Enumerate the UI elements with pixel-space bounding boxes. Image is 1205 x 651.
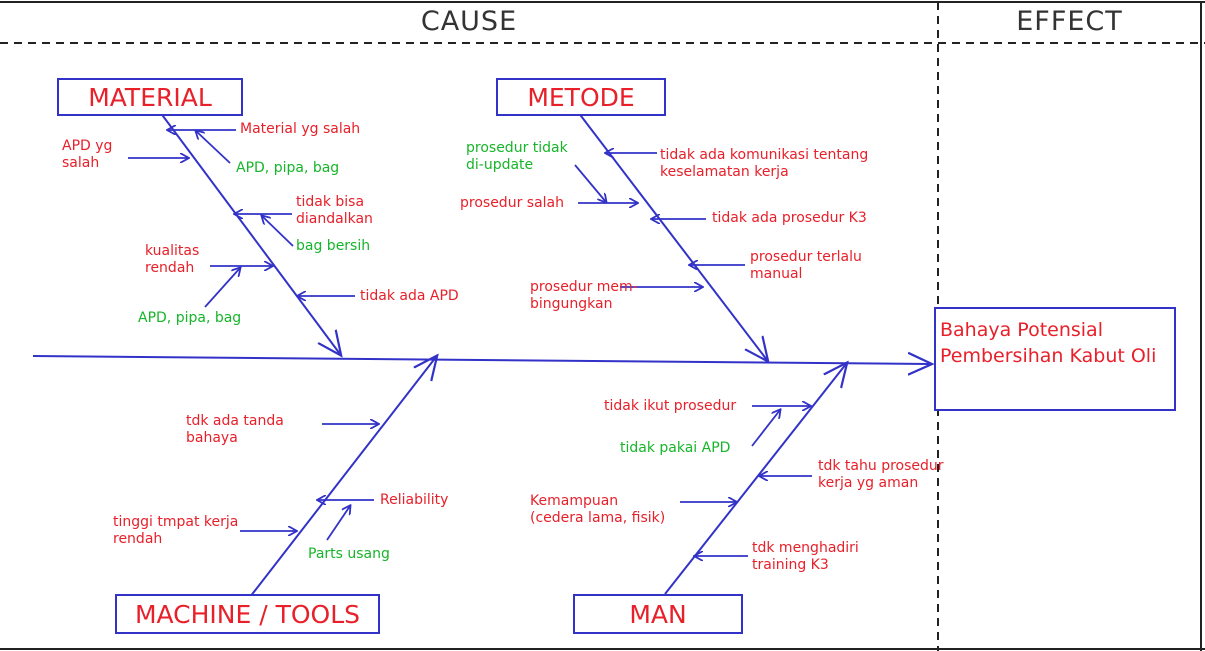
cause-material-salah: Material yg salah bbox=[240, 121, 361, 137]
arrow-apd-pipa-bag-2 bbox=[204, 268, 240, 308]
cause-prosedur-terlalu-manual: prosedur terlalu manual bbox=[750, 249, 862, 282]
category-metode: METODE bbox=[496, 78, 666, 116]
category-machine-tools: MACHINE / TOOLS bbox=[115, 594, 380, 634]
category-material: MATERIAL bbox=[57, 78, 243, 116]
cause-tdk-menghadiri-training: tdk menghadiri training K3 bbox=[752, 540, 859, 573]
spine-arrow bbox=[32, 356, 930, 364]
cause-tidak-ada-komunikasi: tidak ada komunikasi tentang keselamatan… bbox=[660, 147, 869, 180]
cause-tidak-ada-apd: tidak ada APD bbox=[360, 288, 459, 304]
cause-tidak-pakai-apd: tidak pakai APD bbox=[620, 440, 731, 456]
cause-prosedur-salah: prosedur salah bbox=[460, 195, 564, 211]
category-man: MAN bbox=[573, 594, 743, 634]
cause-apd-salah: APD yg salah bbox=[62, 138, 113, 171]
effect-header: EFFECT bbox=[1016, 6, 1123, 37]
arrow-prosedur-update bbox=[574, 164, 606, 202]
cause-tdk-tahu-prosedur: tdk tahu prosedur kerja yg aman bbox=[818, 458, 944, 491]
cause-prosedur-tidak-update: prosedur tidak di-update bbox=[466, 140, 568, 173]
bone-material bbox=[159, 111, 340, 354]
bone-machine bbox=[249, 357, 436, 598]
arrow-bag-bersih bbox=[262, 216, 294, 247]
cause-tidak-ada-prosedur-k3: tidak ada prosedur K3 bbox=[712, 210, 867, 226]
arrow-apd-pipa-bag-1 bbox=[196, 131, 231, 164]
cause-kemampuan: Kemampuan (cedera lama, fisik) bbox=[530, 493, 666, 526]
effect-box: Bahaya Potensial Pembersihan Kabut Oli bbox=[934, 307, 1176, 411]
cause-prosedur-membingungkan: prosedur mem- bingungkan bbox=[530, 279, 638, 312]
arrow-parts-usang bbox=[326, 506, 350, 541]
cause-header: CAUSE bbox=[420, 6, 518, 37]
cause-apd-pipa-bag-1: APD, pipa, bag bbox=[236, 160, 340, 176]
cause-parts-usang: Parts usang bbox=[308, 546, 390, 562]
cause-bag-bersih: bag bersih bbox=[296, 238, 371, 254]
cause-tidak-ikut-prosedur: tidak ikut prosedur bbox=[604, 398, 737, 414]
cause-tinggi-tempat-kerja: tinggi tmpat kerja rendah bbox=[113, 514, 239, 547]
cause-apd-pipa-bag-2: APD, pipa, bag bbox=[138, 310, 242, 326]
cause-kualitas-rendah: kualitas rendah bbox=[145, 243, 200, 276]
arrow-pakai-apd bbox=[751, 410, 780, 447]
cause-tidak-bisa-diandalkan: tidak bisa diandalkan bbox=[296, 194, 373, 227]
cause-tdk-ada-tanda-bahaya: tdk ada tanda bahaya bbox=[186, 413, 284, 446]
cause-reliability: Reliability bbox=[380, 492, 449, 508]
